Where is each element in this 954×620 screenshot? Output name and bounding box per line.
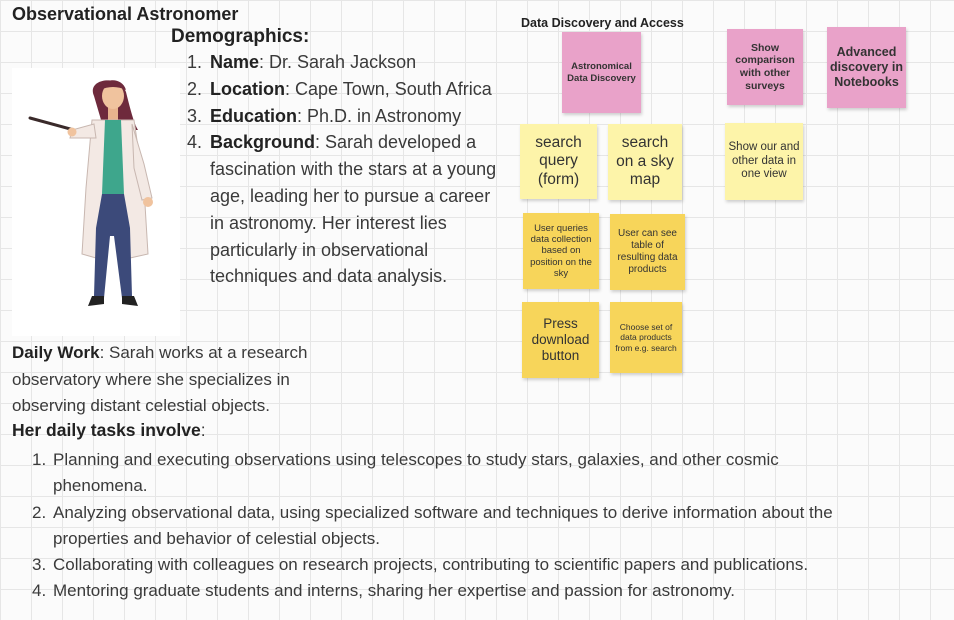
task-item: 1. Planning and executing observations us… bbox=[24, 447, 954, 500]
demographics-list: 1. Name: Dr. Sarah Jackson 2. Location: Ca… bbox=[183, 49, 498, 290]
sticky-search-sky-map[interactable]: search on a sky map bbox=[608, 124, 682, 200]
sticky-show-data-one-view[interactable]: Show our and other data in one view bbox=[725, 123, 803, 200]
demographics-item-education: 3. Education: Ph.D. in Astronomy bbox=[183, 103, 498, 130]
task-item: 4. Mentoring graduate students and intern… bbox=[24, 578, 954, 604]
task-text: Analyzing observational data, using spec… bbox=[53, 502, 833, 548]
task-item: 3. Collaborating with colleagues on resea… bbox=[24, 552, 954, 578]
tasks-heading-colon: : bbox=[200, 420, 206, 440]
list-number: 3. bbox=[32, 555, 47, 575]
demographics-heading: Demographics: bbox=[171, 26, 310, 47]
demographics-item-background: 4. Background: Sarah developed a fascinat… bbox=[183, 129, 498, 290]
task-text: Mentoring graduate students and interns,… bbox=[53, 581, 735, 601]
demographics-label: Name bbox=[210, 52, 260, 72]
sticky-user-table[interactable]: User can see table of resulting data pro… bbox=[610, 214, 685, 290]
daily-work-paragraph: Daily Work: Sarah works at a research ob… bbox=[12, 340, 362, 420]
sticky-user-queries[interactable]: User queries data collection based on po… bbox=[523, 213, 599, 289]
demographics-value: : Cape Town, South Africa bbox=[285, 78, 492, 99]
list-number: 4. bbox=[32, 581, 47, 601]
list-number: 2. bbox=[187, 78, 203, 99]
task-item: 2. Analyzing observational data, using sp… bbox=[24, 500, 954, 553]
tasks-heading-label: Her daily tasks involve bbox=[12, 420, 201, 440]
sticky-choose-set[interactable]: Choose set of data products from e.g. se… bbox=[610, 302, 682, 373]
list-number: 1. bbox=[32, 450, 47, 469]
tasks-list: 1. Planning and executing observations us… bbox=[24, 447, 954, 605]
list-number: 1. bbox=[187, 52, 203, 72]
tasks-heading: Her daily tasks involve: bbox=[12, 420, 206, 441]
demographics-value: : Ph.D. in Astronomy bbox=[297, 105, 462, 126]
persona-title: Observational Astronomer bbox=[12, 4, 239, 24]
board-title: Data Discovery and Access bbox=[521, 16, 684, 30]
daily-work-text: : Sarah works at a research observatory … bbox=[12, 343, 308, 415]
daily-work-label: Daily Work bbox=[12, 343, 100, 362]
list-number: 3. bbox=[187, 105, 203, 126]
demographics-item-location: 2. Location: Cape Town, South Africa bbox=[183, 76, 498, 103]
demographics-item-name: 1. Name: Dr. Sarah Jackson bbox=[183, 49, 498, 76]
astronomer-illustration bbox=[28, 80, 153, 306]
persona-illustration bbox=[12, 68, 180, 336]
sticky-show-comparison[interactable]: Show comparison with other surveys bbox=[727, 29, 803, 105]
sticky-astronomical-data-discovery[interactable]: Astronomical Data Discovery bbox=[562, 32, 641, 113]
demographics-value: : Sarah developed a fascination with the… bbox=[210, 132, 497, 287]
task-text: Collaborating with colleagues on researc… bbox=[53, 555, 809, 575]
demographics-label: Background bbox=[210, 132, 316, 153]
demographics-value: : Dr. Sarah Jackson bbox=[259, 52, 417, 72]
task-text: Planning and executing observations usin… bbox=[53, 450, 779, 496]
sticky-search-query-form[interactable]: search query (form) bbox=[520, 124, 597, 199]
list-number: 4. bbox=[187, 132, 203, 153]
demographics-label: Location bbox=[210, 78, 285, 99]
list-number: 2. bbox=[32, 502, 47, 522]
sticky-advanced-discovery[interactable]: Advanced discovery in Notebooks bbox=[827, 27, 906, 108]
demographics-label: Education bbox=[210, 105, 298, 126]
sticky-press-download[interactable]: Press download button bbox=[522, 302, 599, 378]
